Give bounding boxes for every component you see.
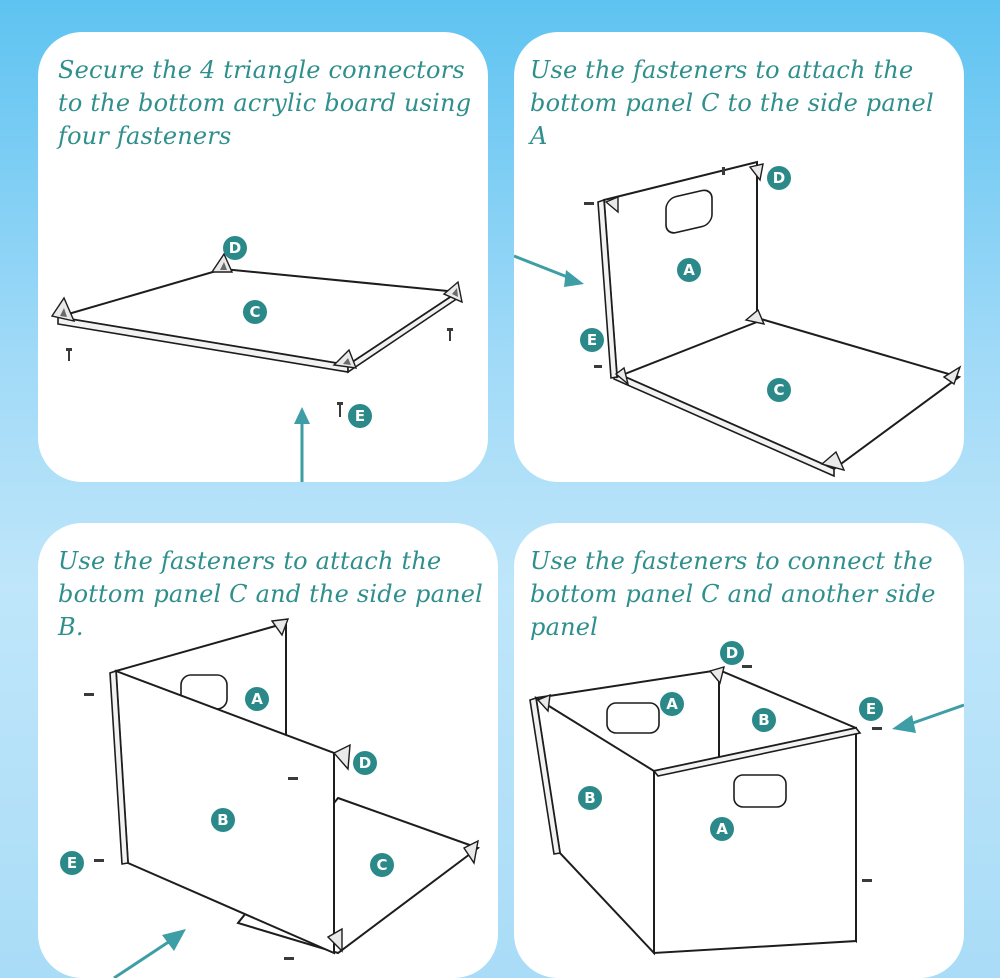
fastener-e — [722, 167, 725, 175]
label-badge-c: C — [243, 300, 267, 324]
triangle-connector — [536, 693, 551, 713]
direction-arrow — [892, 703, 964, 733]
step-2-card: Use the fasteners to attach the bottom p… — [514, 32, 964, 482]
fastener-e — [742, 665, 752, 668]
label-badge-a: A — [710, 817, 734, 841]
step-2-illustration: D A E C — [514, 160, 962, 478]
triangle-connector — [442, 280, 463, 304]
triangle-connector — [614, 366, 630, 386]
fastener-e — [594, 365, 602, 368]
fastener-e — [84, 693, 94, 696]
triangle-connector — [744, 308, 766, 325]
step-2-caption: Use the fasteners to attach the bottom p… — [530, 56, 934, 150]
fastener-e — [94, 859, 104, 862]
triangle-connector — [462, 839, 479, 865]
label-badge-c: C — [370, 853, 394, 877]
triangle-connector-d — [332, 743, 351, 771]
label-badge-a: A — [660, 692, 684, 716]
step-4-card: Use the fasteners to connect the bottom … — [514, 523, 964, 978]
svg-text:D: D — [773, 169, 785, 187]
step-1-caption: Secure the 4 triangle connectors to the … — [58, 56, 472, 150]
svg-text:B: B — [217, 811, 228, 829]
label-badge-e: E — [859, 697, 883, 721]
svg-text:C: C — [249, 303, 260, 321]
fastener-e — [862, 879, 872, 882]
svg-text:A: A — [251, 690, 263, 708]
fastener-e — [66, 348, 72, 361]
triangle-connector — [270, 618, 290, 637]
svg-text:A: A — [666, 695, 678, 713]
step-3-card: Use the fasteners to attach the bottom p… — [38, 523, 498, 978]
svg-text:D: D — [726, 644, 738, 662]
svg-text:B: B — [584, 789, 595, 807]
svg-text:E: E — [355, 407, 365, 425]
svg-text:E: E — [866, 700, 876, 718]
fastener-e — [288, 777, 298, 780]
svg-text:E: E — [67, 854, 77, 872]
handle-cutout — [606, 702, 660, 734]
step-3-illustration: A D B E C — [60, 618, 481, 978]
svg-text:B: B — [758, 711, 769, 729]
triangle-connector — [50, 296, 76, 322]
label-badge-d: D — [353, 751, 377, 775]
fastener-e — [337, 402, 343, 417]
svg-text:D: D — [359, 754, 371, 772]
direction-arrow — [514, 254, 584, 287]
svg-text:C: C — [773, 381, 784, 399]
label-badge-b: B — [752, 708, 776, 732]
fastener-e — [584, 202, 594, 205]
label-badge-a: A — [677, 258, 701, 282]
triangle-connector — [326, 927, 343, 953]
step-1-card: Secure the 4 triangle connectors to the … — [38, 32, 488, 482]
triangle-connector — [332, 348, 358, 369]
triangle-connector-d — [708, 665, 725, 685]
label-badge-b: B — [578, 786, 602, 810]
svg-text:D: D — [229, 239, 241, 257]
svg-text:E: E — [587, 331, 597, 349]
triangle-connector-d — [210, 252, 234, 273]
label-badge-b: B — [211, 808, 235, 832]
handle-cutout — [665, 189, 713, 234]
svg-text:A: A — [716, 820, 728, 838]
label-badge-d: D — [767, 166, 791, 190]
step-4-illustration: D A B E B A — [529, 641, 964, 956]
fastener-e — [284, 957, 294, 960]
fastener-e — [447, 328, 453, 341]
label-badge-c: C — [767, 378, 791, 402]
direction-arrow — [294, 407, 310, 482]
triangle-connector-d — [748, 163, 764, 182]
triangle-connector — [820, 450, 846, 472]
label-badge-d: D — [720, 641, 744, 665]
step-4-caption: Use the fasteners to connect the bottom … — [530, 547, 936, 641]
label-badge-d: D — [223, 236, 247, 260]
label-badge-e: E — [580, 328, 604, 352]
step-1-illustration: D C E — [50, 236, 463, 482]
label-badge-a: A — [245, 687, 269, 711]
fastener-e — [872, 727, 882, 730]
label-badge-e: E — [348, 404, 372, 428]
triangle-connector — [942, 365, 962, 386]
step-3-caption: Use the fasteners to attach the bottom p… — [58, 547, 484, 641]
triangle-connector — [604, 195, 619, 214]
svg-text:A: A — [683, 261, 695, 279]
direction-arrow — [113, 929, 186, 978]
label-badge-e: E — [60, 851, 84, 875]
handle-cutout — [733, 774, 787, 808]
svg-text:C: C — [376, 856, 387, 874]
